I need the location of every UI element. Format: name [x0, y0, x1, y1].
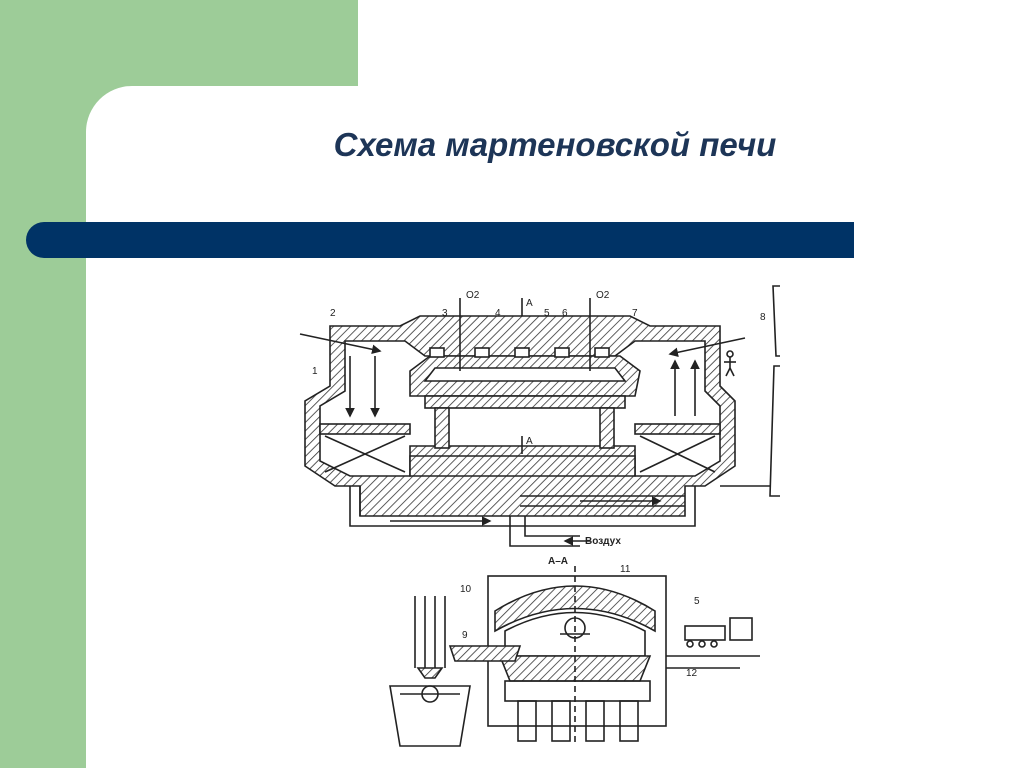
label-10: 10 [460, 584, 472, 595]
label-4: 4 [495, 308, 501, 319]
title-underline-bar [26, 222, 854, 258]
label-o2-right: O2 [596, 290, 610, 301]
label-section-a-mid: A [526, 436, 533, 447]
label-2: 2 [330, 308, 336, 319]
label-section-title: А–А [548, 556, 568, 567]
label-5b: 5 [694, 596, 700, 607]
label-7: 7 [632, 308, 638, 319]
label-o2-left: O2 [466, 290, 480, 301]
label-5: 5 [544, 308, 550, 319]
label-9: 9 [462, 630, 468, 641]
furnace-cross-section [389, 566, 760, 747]
label-12: 12 [686, 668, 698, 679]
label-air: Воздух [585, 536, 621, 547]
label-3: 3 [442, 308, 448, 319]
cross-section-labels: 11 10 9 5 12 [460, 564, 700, 679]
slide-title: Схема мартеновской печи [333, 126, 777, 163]
label-11: 11 [620, 564, 631, 575]
open-hearth-furnace-diagram: 1 2 3 4 5 6 7 8 O2 O2 A A Воздух А–А [299, 285, 780, 747]
furnace-longitudinal-section [299, 285, 780, 547]
label-section-a-top: A [526, 298, 533, 309]
furnace-labels: 1 2 3 4 5 6 7 8 O2 O2 A A Воздух А–А [312, 290, 766, 567]
label-6: 6 [562, 308, 568, 319]
label-8: 8 [760, 312, 766, 323]
label-1: 1 [312, 366, 318, 377]
